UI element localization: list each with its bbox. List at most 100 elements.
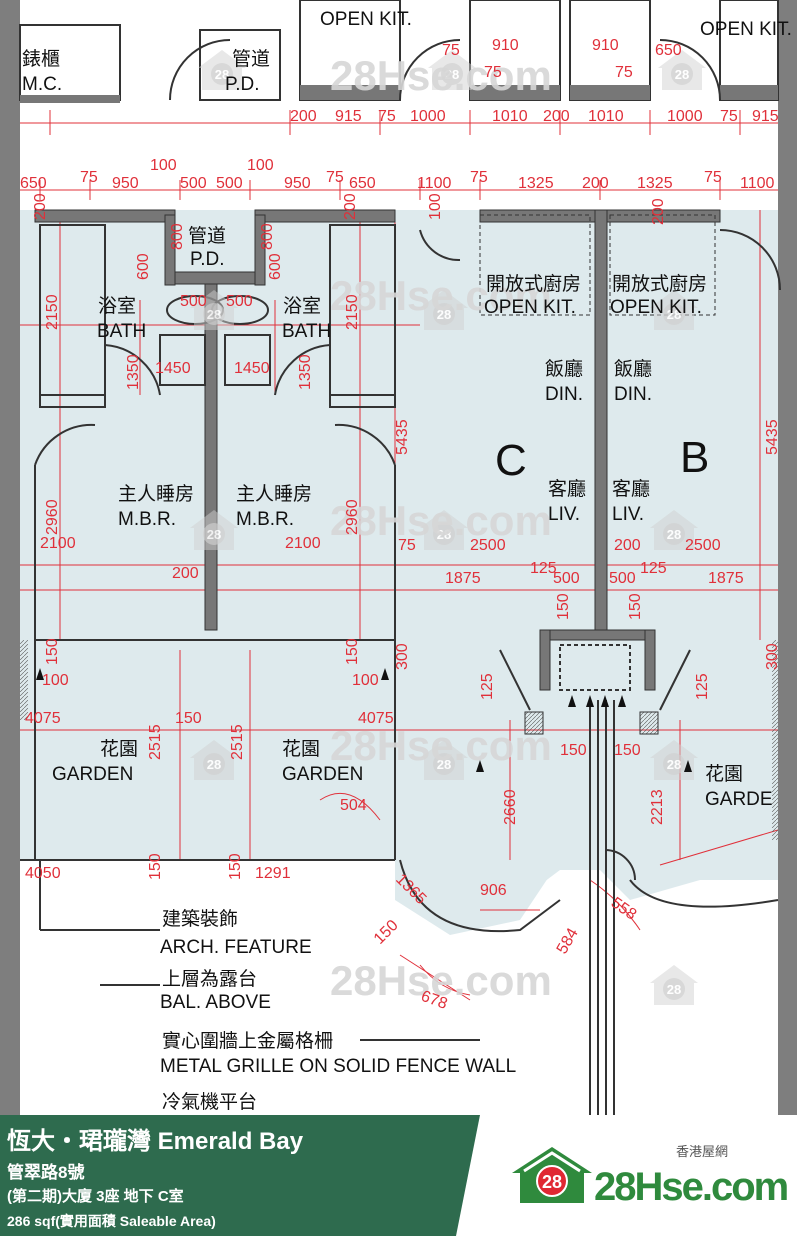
svg-text:BATH: BATH (282, 321, 331, 342)
svg-text:2150: 2150 (44, 294, 61, 330)
svg-text:950: 950 (284, 175, 311, 192)
svg-text:浴室: 浴室 (283, 295, 321, 317)
svg-text:2500: 2500 (470, 537, 506, 554)
svg-text:100: 100 (427, 193, 444, 220)
listing-footer: 恆大・珺瓏灣 Emerald Bay 管翠路8號 (第二期)大廈 3座 地下 C… (0, 1115, 797, 1236)
svg-text:300: 300 (394, 643, 411, 670)
svg-text:150: 150 (555, 593, 572, 620)
svg-text:1875: 1875 (445, 570, 481, 587)
svg-text:910: 910 (592, 37, 619, 54)
svg-text:906: 906 (480, 882, 507, 899)
svg-text:150: 150 (227, 853, 244, 880)
svg-text:504: 504 (340, 797, 367, 814)
svg-text:GARDEN: GARDEN (282, 764, 363, 785)
svg-text:125: 125 (694, 673, 711, 700)
svg-text:花園: 花園 (282, 738, 320, 760)
svg-text:4075: 4075 (25, 710, 61, 727)
svg-text:DIN.: DIN. (545, 384, 583, 405)
floor-plan-drawing: 28 (19, 0, 792, 1115)
svg-text:950: 950 (112, 175, 139, 192)
svg-text:500: 500 (553, 570, 580, 587)
svg-text:75: 75 (398, 537, 416, 554)
svg-text:LIV.: LIV. (548, 504, 580, 525)
svg-text:75: 75 (704, 169, 722, 186)
unit-description: (第二期)大廈 3座 地下 C室 (7, 1188, 184, 1205)
svg-text:28Hse.com: 28Hse.com (330, 957, 552, 1004)
svg-text:實心圍牆上金屬格柵: 實心圍牆上金屬格柵 (162, 1030, 333, 1052)
svg-text:M.C.: M.C. (22, 74, 62, 95)
svg-text:75: 75 (470, 169, 488, 186)
estate-address: 管翠路8號 (7, 1163, 85, 1182)
svg-text:125: 125 (640, 560, 667, 577)
svg-text:OPEN KIT.: OPEN KIT. (700, 19, 792, 40)
floor-plan: 28 (0, 0, 797, 1115)
svg-text:錶櫃: 錶櫃 (22, 48, 60, 70)
svg-text:125: 125 (479, 673, 496, 700)
svg-text:500: 500 (226, 293, 253, 310)
svg-text:28Hse.com: 28Hse.com (330, 497, 552, 544)
svg-text:75: 75 (442, 42, 460, 59)
svg-text:2213: 2213 (649, 789, 666, 825)
svg-text:開放式廚房: 開放式廚房 (486, 272, 581, 295)
svg-text:2515: 2515 (229, 724, 246, 760)
svg-text:2660: 2660 (502, 789, 519, 825)
svg-text:2500: 2500 (685, 537, 721, 554)
svg-text:28Hse.com: 28Hse.com (330, 722, 552, 769)
svg-text:OPEN KIT.: OPEN KIT. (610, 297, 702, 318)
svg-text:LIV.: LIV. (612, 504, 644, 525)
svg-text:OPEN KIT.: OPEN KIT. (484, 297, 576, 318)
svg-text:1350: 1350 (125, 354, 142, 390)
svg-text:100: 100 (247, 157, 274, 174)
svg-text:P.D.: P.D. (225, 74, 260, 95)
svg-text:75: 75 (484, 64, 502, 81)
svg-text:100: 100 (352, 672, 379, 689)
svg-text:2960: 2960 (44, 499, 61, 535)
svg-text:1000: 1000 (667, 108, 703, 125)
svg-text:915: 915 (752, 108, 779, 125)
svg-text:28Hse.com: 28Hse.com (330, 272, 552, 319)
svg-text:2515: 2515 (147, 724, 164, 760)
svg-text:600: 600 (135, 253, 152, 280)
svg-text:METAL GRILLE ON SOLID FENCE WA: METAL GRILLE ON SOLID FENCE WALL (160, 1056, 516, 1077)
svg-text:1450: 1450 (234, 360, 270, 377)
svg-text:500: 500 (216, 175, 243, 192)
svg-text:花園: 花園 (100, 738, 138, 760)
svg-text:800: 800 (259, 223, 276, 250)
svg-text:5435: 5435 (764, 419, 781, 455)
svg-text:主人睡房: 主人睡房 (118, 483, 194, 505)
svg-text:200: 200 (543, 108, 570, 125)
svg-text:800: 800 (169, 223, 186, 250)
svg-text:客廳: 客廳 (548, 478, 586, 500)
brand-logo-text: 28Hse.com (594, 1165, 789, 1209)
svg-text:150: 150 (560, 742, 587, 759)
svg-text:150: 150 (627, 593, 644, 620)
svg-text:2960: 2960 (344, 499, 361, 535)
svg-text:650: 650 (655, 42, 682, 59)
svg-text:75: 75 (615, 64, 633, 81)
svg-text:管道: 管道 (232, 48, 270, 70)
svg-text:1100: 1100 (417, 175, 452, 192)
svg-text:600: 600 (267, 253, 284, 280)
svg-text:200: 200 (582, 175, 609, 192)
svg-text:200: 200 (32, 193, 49, 220)
svg-text:150: 150 (44, 638, 61, 665)
svg-text:1291: 1291 (255, 865, 291, 882)
svg-text:500: 500 (609, 570, 636, 587)
svg-text:上層為露台: 上層為露台 (162, 968, 257, 990)
svg-text:200: 200 (650, 198, 667, 225)
svg-text:B: B (680, 433, 709, 482)
svg-text:建築裝飾: 建築裝飾 (162, 908, 238, 930)
svg-text:1100: 1100 (740, 175, 775, 192)
svg-text:浴室: 浴室 (98, 295, 136, 317)
svg-text:P.D.: P.D. (190, 249, 225, 270)
svg-text:4075: 4075 (358, 710, 394, 727)
svg-text:冷氣機平台: 冷氣機平台 (162, 1091, 257, 1113)
svg-text:200: 200 (614, 537, 641, 554)
svg-text:M.B.R.: M.B.R. (118, 509, 176, 530)
svg-text:28Hse.com: 28Hse.com (330, 52, 552, 99)
svg-text:125: 125 (530, 560, 557, 577)
svg-text:75: 75 (720, 108, 738, 125)
svg-text:1325: 1325 (637, 175, 673, 192)
svg-text:75: 75 (326, 169, 344, 186)
svg-text:1325: 1325 (518, 175, 554, 192)
